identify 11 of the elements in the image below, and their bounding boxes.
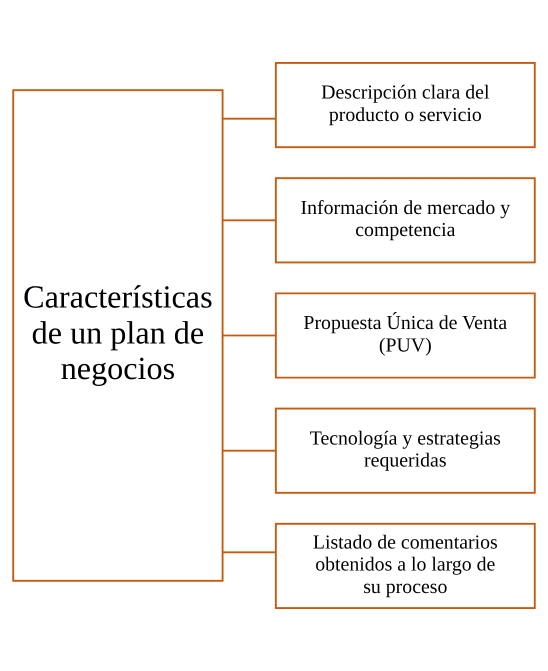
node-box: Propuesta Única de Venta (PUV)	[274, 292, 536, 379]
node-box: Tecnología y estrategias requeridas	[274, 408, 536, 494]
connector	[222, 219, 276, 222]
connector	[222, 334, 276, 336]
node-box: Listado de comentarios obtenidos a lo largo de su proceso	[274, 522, 536, 609]
connector	[222, 118, 276, 120]
connector	[222, 551, 276, 554]
connector	[222, 450, 276, 452]
node-box: Características de un plan de negocios	[12, 89, 224, 582]
node-box: Descripción clara del producto o servicio	[274, 62, 536, 148]
node-box: Información de mercado y competencia	[274, 177, 536, 264]
